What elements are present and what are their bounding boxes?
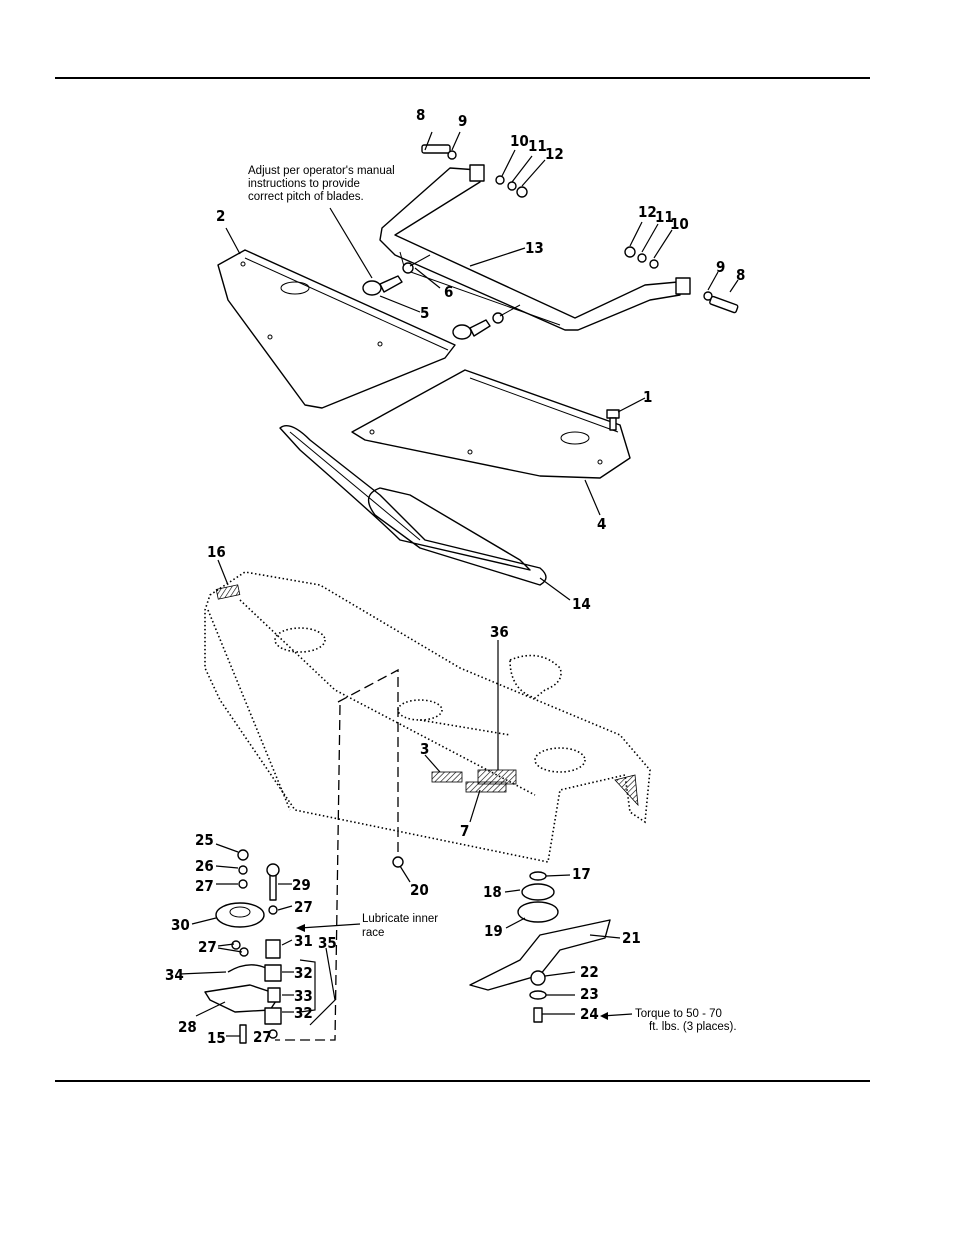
washer-23 [530,991,546,999]
decal-16 [216,585,240,599]
callout-24: 24 [580,1005,599,1023]
svg-text:Torque to 50 - 70: Torque to 50 - 70 [635,1008,722,1020]
callout-25: 25 [195,831,214,849]
callout-12: 12 [638,203,657,221]
washer-10-left [496,176,504,184]
svg-text:race: race [362,927,384,939]
callout-7: 7 [460,822,469,840]
callout-31: 31 [294,932,313,950]
callout-23: 23 [580,985,599,1003]
callout-36: 36 [490,623,509,641]
bushing-32-upper [265,965,281,981]
lockwasher-11-right [638,254,646,262]
callout-18: 18 [483,883,502,901]
callout-8: 8 [416,106,425,124]
callout-13: 13 [525,239,544,257]
spring-34 [228,965,266,972]
callout-10: 10 [510,132,529,150]
washer-10-right [650,260,658,268]
callout-30: 30 [171,916,190,934]
lockwasher-26 [239,866,247,874]
nut-12-left [517,187,527,197]
callout-20: 20 [410,881,429,899]
lubricate-note: Lubricate inner race [362,913,438,939]
callout-9: 9 [716,258,725,276]
callout-14: 14 [572,595,591,613]
callout-27: 27 [198,938,217,956]
bushing-32-lower [265,1008,281,1024]
callout-28: 28 [178,1018,197,1036]
callout-8: 8 [736,266,745,284]
nut-12-right [625,247,635,257]
callout-15: 15 [207,1029,226,1047]
idler-assembly [205,850,335,1043]
pitch-adjust-note: Adjust per operator's manual instruction… [248,165,395,203]
right-belt-shield [352,370,630,478]
callout-34: 34 [165,966,184,984]
washer-17 [530,872,546,880]
callout-10: 10 [670,215,689,233]
svg-text:Lubricate inner: Lubricate inner [362,913,438,925]
torque-note: Torque to 50 - 70 ft. lbs. (3 places). [635,1008,737,1033]
deck-dashed-guides [275,670,398,1040]
callout-11: 11 [528,137,547,155]
callout-12: 12 [545,145,564,163]
lockwasher-11-left [508,182,516,190]
rod-end-lower [453,325,471,339]
spacer-31 [266,940,280,958]
callout-17: 17 [572,865,591,883]
callout-27: 27 [253,1028,272,1046]
callout-1: 1 [643,388,652,406]
washer-27-top [239,880,247,888]
decal-3 [432,772,462,782]
callout-27: 27 [195,877,214,895]
rod-end-upper [363,281,381,295]
callout-16: 16 [207,543,226,561]
callout-35: 35 [318,934,337,952]
bolt-24 [534,1008,542,1022]
left-belt-shield [218,250,455,408]
callout-4: 4 [597,515,606,533]
hub-22 [531,971,545,985]
callout-6: 6 [444,283,453,301]
svg-text:correct pitch of blades.: correct pitch of blades. [248,191,364,203]
nut-20 [393,857,403,867]
callout-32: 32 [294,1004,313,1022]
callout-3: 3 [420,740,429,758]
svg-text:instructions to provide: instructions to provide [248,178,360,190]
callout-29: 29 [292,876,311,894]
decal-7 [466,782,506,792]
spacer-33 [268,988,280,1002]
callout-32: 32 [294,964,313,982]
bolt-15 [240,1025,246,1043]
callout-9: 9 [458,112,467,130]
callout-33: 33 [294,987,313,1005]
callout-26: 26 [195,857,214,875]
callout-21: 21 [622,929,641,947]
svg-text:ft. lbs. (3 places).: ft. lbs. (3 places). [649,1021,737,1033]
svg-text:Adjust per operator's manual: Adjust per operator's manual [248,165,395,177]
washer-27-right [269,906,277,914]
callout-27: 27 [294,898,313,916]
bearing-18 [522,884,554,900]
callout-2: 2 [216,207,225,225]
mower-deck [205,572,650,862]
callout-22: 22 [580,963,599,981]
callout-19: 19 [484,922,503,940]
bolt-8-right [709,296,738,313]
callout-5: 5 [420,304,429,322]
washer-9-left [448,151,456,159]
nut-25 [238,850,248,860]
